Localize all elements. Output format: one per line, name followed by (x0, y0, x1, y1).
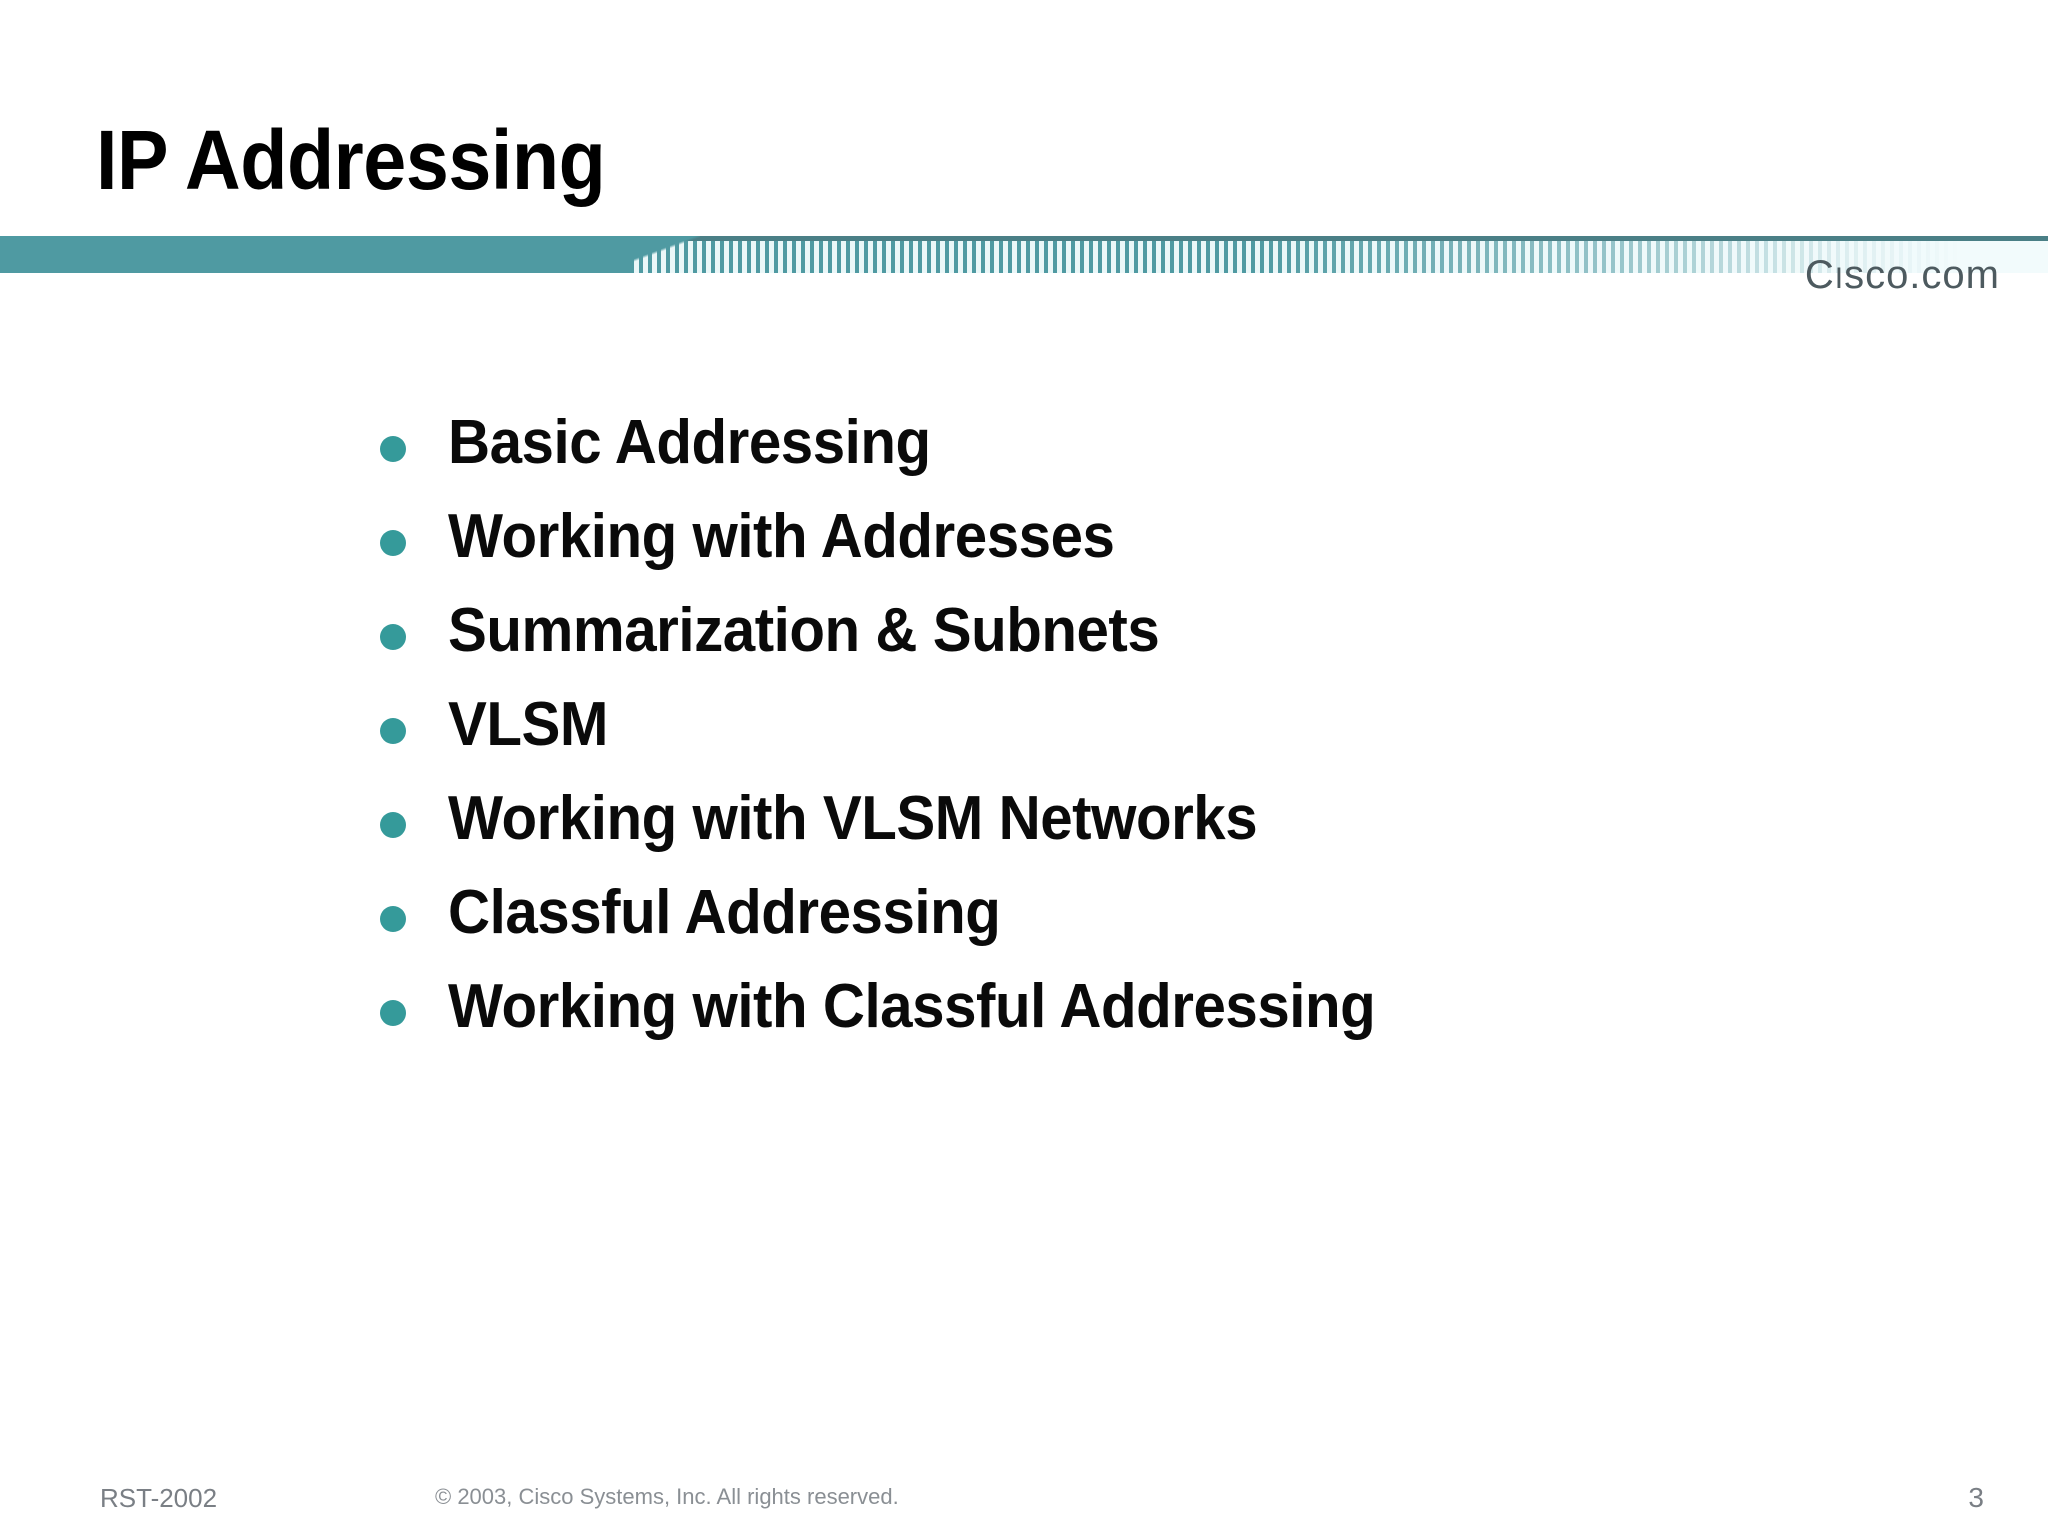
banner-taper-wedge (600, 236, 700, 273)
cisco-logo: CIsco.com (1805, 255, 2000, 295)
footer-copyright: © 2003, Cisco Systems, Inc. All rights r… (435, 1484, 899, 1509)
bullet-dot-icon (380, 1000, 406, 1026)
bullet-dot-icon (380, 436, 406, 462)
cisco-logo-smallcap: I (1834, 262, 1845, 295)
list-item[interactable]: Working with Addresses (380, 504, 1940, 598)
bullet-dot-icon (380, 530, 406, 556)
list-item-label: VLSM (448, 690, 609, 759)
list-item-label: Basic Addressing (448, 408, 931, 477)
list-item[interactable]: Working with Classful Addressing (380, 974, 1940, 1068)
slide-banner (0, 236, 2048, 273)
footer-page-number: 3 (1968, 1482, 1984, 1513)
list-item[interactable]: Summarization & Subnets (380, 598, 1940, 692)
list-item-label: Working with Addresses (448, 502, 1115, 571)
agenda-bullet-list: Basic Addressing Working with Addresses … (380, 410, 1940, 1068)
list-item-label: Working with Classful Addressing (448, 972, 1376, 1041)
cisco-logo-lead: C (1804, 253, 1835, 297)
footer-course-code: RST-2002 (100, 1483, 218, 1513)
list-item[interactable]: Working with VLSM Networks (380, 786, 1940, 880)
page-title: IP Addressing (96, 113, 606, 207)
list-item-label: Classful Addressing (448, 878, 1001, 947)
banner-top-rule (620, 236, 2048, 241)
banner-solid-block (0, 236, 640, 273)
cisco-logo-rest: sco.com (1844, 253, 2000, 297)
bullet-dot-icon (380, 718, 406, 744)
list-item[interactable]: VLSM (380, 692, 1940, 786)
bullet-dot-icon (380, 624, 406, 650)
bullet-dot-icon (380, 812, 406, 838)
banner-comb-stripes (630, 241, 2048, 273)
bullet-dot-icon (380, 906, 406, 932)
list-item-label: Working with VLSM Networks (448, 784, 1258, 853)
list-item[interactable]: Classful Addressing (380, 880, 1940, 974)
list-item-label: Summarization & Subnets (448, 596, 1160, 665)
list-item[interactable]: Basic Addressing (380, 410, 1940, 504)
